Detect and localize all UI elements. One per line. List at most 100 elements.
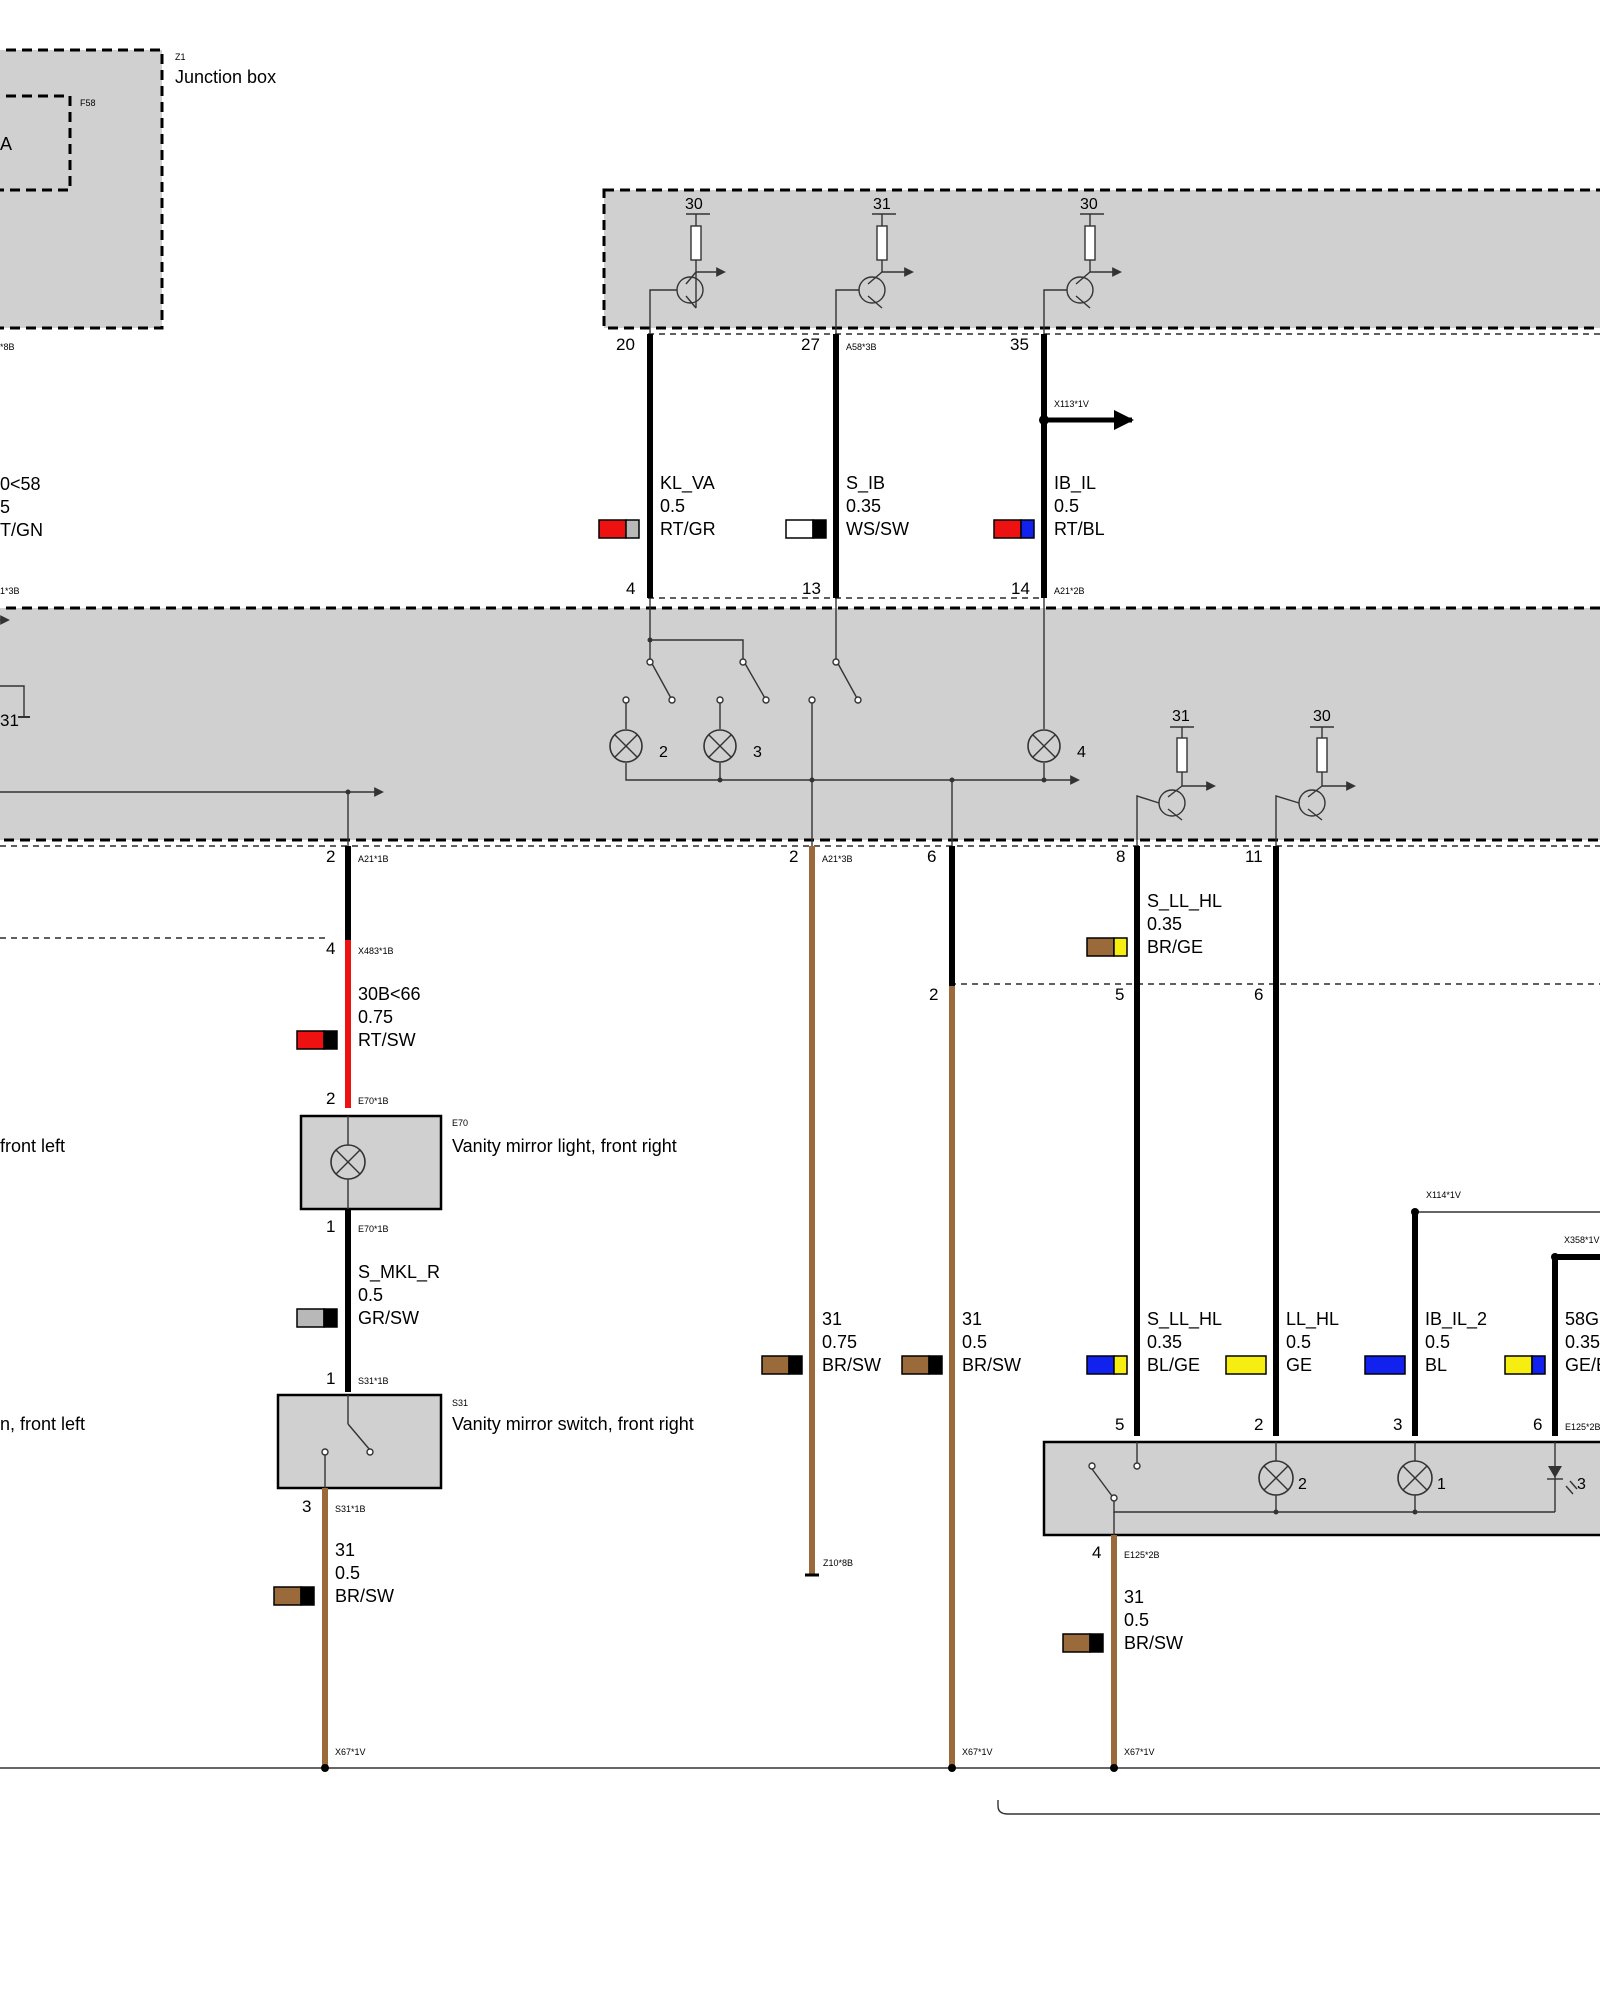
pin-2-e125: 2 xyxy=(1254,1415,1263,1434)
pin-2-lower: 2 xyxy=(929,985,938,1004)
s31-id: S31 xyxy=(452,1398,468,1408)
svg-text:0.35: 0.35 xyxy=(1147,1332,1182,1352)
junction-box-z1: Z1 Junction box F58 A *8B xyxy=(0,48,276,352)
lamp-3-icon xyxy=(703,729,737,763)
pin-4-x483: 4 xyxy=(326,939,335,958)
svg-text:S_LL_HL: S_LL_HL xyxy=(1147,1309,1222,1330)
connector-x358: X358*1V xyxy=(1564,1235,1600,1245)
control-unit-a21 xyxy=(0,597,1600,847)
label-s-ll-hl-bottom: S_LL_HL 0.35 BL/GE xyxy=(1086,1309,1222,1375)
svg-text:58G: 58G xyxy=(1565,1309,1599,1329)
driver-ib-il: 30 xyxy=(1043,196,1122,334)
color-swatch-rt-gr xyxy=(598,519,627,539)
svg-text:0.35: 0.35 xyxy=(1147,914,1182,934)
component-e125 xyxy=(1042,1440,1600,1537)
left-wire-color-fragment: T/GN xyxy=(0,520,43,540)
svg-text:31: 31 xyxy=(335,1540,355,1560)
connector-e125-top: E125*2B xyxy=(1565,1422,1600,1432)
color-swatch-br-sw-3 xyxy=(901,1355,930,1375)
svg-text:BL: BL xyxy=(1425,1355,1447,1375)
connector-e70-top: E70*1B xyxy=(358,1096,389,1106)
pin-4-e125: 4 xyxy=(1092,1543,1101,1562)
label-ib-il-2: IB_IL_2 0.5 BL xyxy=(1364,1309,1487,1375)
e70-name: Vanity mirror light, front right xyxy=(452,1136,677,1156)
pin-14: 14 xyxy=(1011,579,1030,598)
connector-x67-c: X67*1V xyxy=(1124,1747,1155,1757)
group-bracket xyxy=(997,1800,1600,1815)
svg-text:0.35: 0.35 xyxy=(846,496,881,516)
pin-35: 35 xyxy=(1010,335,1029,354)
label-s-mkl-r: S_MKL_R 0.5 GR/SW xyxy=(296,1262,440,1328)
pin-20: 20 xyxy=(616,335,635,354)
supply-30-a: 30 xyxy=(685,196,703,213)
svg-text:S_MKL_R: S_MKL_R xyxy=(358,1262,440,1283)
lamp-2-icon xyxy=(609,729,643,763)
pin-4: 4 xyxy=(626,579,635,598)
label-ground-s31: 31 0.5 BR/SW xyxy=(273,1540,394,1606)
color-swatch-ws-sw xyxy=(785,519,814,539)
supply-30-b: 30 xyxy=(1080,196,1098,213)
pin-5-e125: 5 xyxy=(1115,1415,1124,1434)
svg-text:0.75: 0.75 xyxy=(358,1007,393,1027)
label-s-ll-hl-top: S_LL_HL 0.35 BR/GE xyxy=(1086,891,1222,957)
left-fragment-31: 31 xyxy=(0,711,19,730)
pin-1-s31: 1 xyxy=(326,1369,335,1388)
pin-6-a21: 6 xyxy=(927,847,936,866)
left-connector-fragment: 1*3B xyxy=(0,586,20,596)
svg-text:GR/SW: GR/SW xyxy=(358,1308,419,1328)
connector-e125-bottom: E125*2B xyxy=(1124,1550,1160,1560)
connector-s31-bottom: S31*1B xyxy=(335,1504,366,1514)
svg-text:31: 31 xyxy=(962,1309,982,1329)
pin-5-lower: 5 xyxy=(1115,985,1124,1004)
connector-a21-1b: A21*1B xyxy=(358,854,389,864)
svg-text:GE: GE xyxy=(1286,1355,1312,1375)
svg-text:GE/E: GE/E xyxy=(1565,1355,1600,1375)
connector-x113: X113*1V xyxy=(1054,399,1089,409)
pin-13: 13 xyxy=(802,579,821,598)
lamp-4-icon xyxy=(1027,729,1061,763)
svg-text:RT/BL: RT/BL xyxy=(1054,519,1105,539)
lamp-e125-1-icon xyxy=(1397,1460,1433,1496)
svg-text:BR/SW: BR/SW xyxy=(962,1355,1021,1375)
pin-11: 11 xyxy=(1245,847,1263,866)
color-swatch-gr-sw xyxy=(296,1308,325,1328)
svg-text:BR/SW: BR/SW xyxy=(1124,1633,1183,1653)
lamp-e125-2-icon xyxy=(1258,1460,1294,1496)
ground-splice-a xyxy=(321,1764,329,1772)
color-swatch-br-sw-4 xyxy=(1062,1633,1091,1653)
pin-27: 27 xyxy=(801,335,820,354)
svg-text:IB_IL: IB_IL xyxy=(1054,473,1096,494)
connector-x483: X483*1B xyxy=(358,946,394,956)
connector-s31-top: S31*1B xyxy=(358,1376,389,1386)
connector-a21-2b: A21*2B xyxy=(1054,586,1085,596)
driver-kl-va: 30 xyxy=(649,196,726,334)
supply-31-a: 31 xyxy=(873,196,891,213)
color-swatch-ge-bl xyxy=(1504,1355,1533,1375)
z1-id: Z1 xyxy=(175,52,186,62)
color-swatch-rt-sw xyxy=(296,1030,325,1050)
color-swatch-br-sw-2 xyxy=(761,1355,790,1375)
ground-splice-c xyxy=(1110,1764,1118,1772)
ground-splice-b xyxy=(948,1764,956,1772)
label-30b66: 30B<66 0.75 RT/SW xyxy=(296,984,421,1050)
left-fragment-front-left-1: front left xyxy=(0,1136,65,1156)
lamp-2-label: 2 xyxy=(659,744,668,761)
connector-fragment-8b: *8B xyxy=(0,342,15,352)
lamp-3-label: 3 xyxy=(753,744,762,761)
pin-8: 8 xyxy=(1116,847,1125,866)
switch-s31-icon xyxy=(347,1423,371,1451)
svg-text:0.5: 0.5 xyxy=(660,496,685,516)
left-fragment-front-left-2: n, front left xyxy=(0,1414,85,1434)
svg-text:S_LL_HL: S_LL_HL xyxy=(1147,891,1222,912)
svg-text:0.5: 0.5 xyxy=(335,1563,360,1583)
led-e125-icon xyxy=(1547,1466,1578,1495)
left-wire-size-fragment: 5 xyxy=(0,497,10,517)
svg-text:IB_IL_2: IB_IL_2 xyxy=(1425,1309,1487,1330)
driver-ll-hl: 30 xyxy=(1275,708,1356,846)
pin-2-a21-1b: 2 xyxy=(326,847,335,866)
fuse-f58-box xyxy=(0,94,72,192)
z1-name: Junction box xyxy=(175,67,276,87)
s31-name: Vanity mirror switch, front right xyxy=(452,1414,694,1434)
f58-fragment: A xyxy=(0,134,12,154)
internal-switch-network xyxy=(622,598,1080,846)
